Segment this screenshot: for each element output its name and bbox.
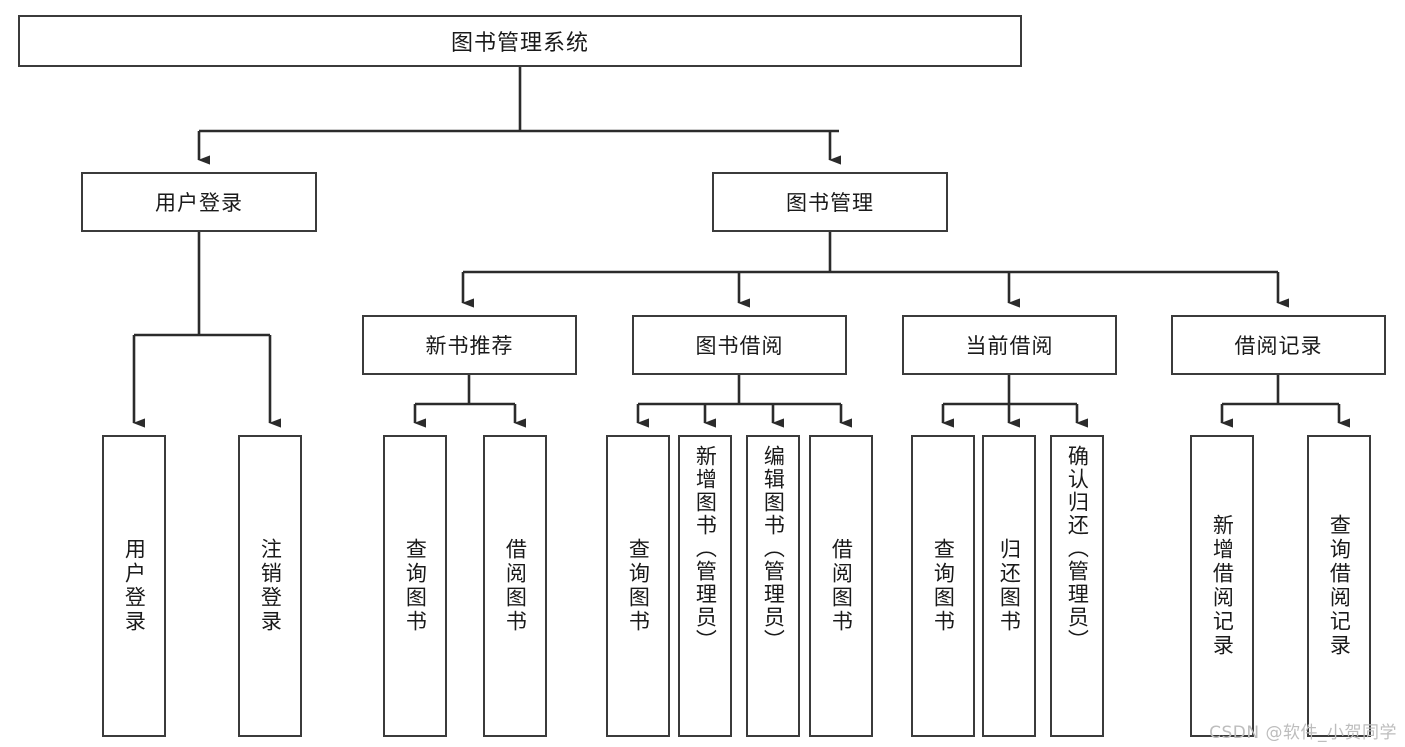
node-current-borrow[interactable]: 当前借阅 — [902, 315, 1117, 375]
leaf-return-book[interactable]: 归还图书 — [982, 435, 1036, 737]
node-label: 当前借阅 — [965, 334, 1054, 358]
node-label: 用户登录 — [122, 538, 147, 634]
node-label: 查询图书 — [931, 538, 956, 634]
leaf-query-borrow-record[interactable]: 查询借阅记录 — [1307, 435, 1371, 737]
node-label: 新增借阅记录 — [1210, 514, 1235, 658]
leaf-query-book-2[interactable]: 查询图书 — [606, 435, 670, 737]
node-book-borrow[interactable]: 图书借阅 — [632, 315, 847, 375]
node-label: 图书借阅 — [695, 334, 784, 358]
leaf-add-book-admin[interactable]: 新增图书（管理员） — [678, 435, 732, 737]
leaf-logout-login[interactable]: 注销登录 — [238, 435, 302, 737]
leaf-query-book-1[interactable]: 查询图书 — [383, 435, 447, 737]
node-label: 新书推荐 — [425, 334, 514, 358]
leaf-user-login[interactable]: 用户登录 — [102, 435, 166, 737]
node-label: 用户登录 — [155, 191, 243, 215]
node-user-login[interactable]: 用户登录 — [81, 172, 317, 232]
node-root-book-management-system[interactable]: 图书管理系统 — [18, 15, 1022, 67]
node-label: 确认归还（管理员） — [1065, 445, 1090, 652]
node-label: 借阅记录 — [1234, 334, 1323, 358]
node-label: 图书管理 — [786, 191, 874, 215]
node-label: 借阅图书 — [829, 538, 854, 634]
node-label: 查询图书 — [626, 538, 651, 634]
watermark-text: CSDN @软件_小贺同学 — [1209, 723, 1397, 743]
node-label: 新增图书（管理员） — [693, 445, 718, 652]
node-label: 图书管理系统 — [450, 31, 589, 56]
leaf-query-book-3[interactable]: 查询图书 — [911, 435, 975, 737]
node-label: 编辑图书（管理员） — [761, 445, 786, 652]
leaf-edit-book-admin[interactable]: 编辑图书（管理员） — [746, 435, 800, 737]
node-borrow-record[interactable]: 借阅记录 — [1171, 315, 1386, 375]
node-label: 查询图书 — [403, 538, 428, 634]
node-label: 借阅图书 — [503, 538, 528, 634]
leaf-confirm-return-admin[interactable]: 确认归还（管理员） — [1050, 435, 1104, 737]
node-book-management[interactable]: 图书管理 — [712, 172, 948, 232]
node-label: 注销登录 — [258, 538, 283, 634]
leaf-add-borrow-record[interactable]: 新增借阅记录 — [1190, 435, 1254, 737]
leaf-borrow-book-1[interactable]: 借阅图书 — [483, 435, 547, 737]
node-new-book-recommend[interactable]: 新书推荐 — [362, 315, 577, 375]
leaf-borrow-book-2[interactable]: 借阅图书 — [809, 435, 873, 737]
node-label: 查询借阅记录 — [1327, 514, 1352, 658]
node-label: 归还图书 — [997, 538, 1022, 634]
